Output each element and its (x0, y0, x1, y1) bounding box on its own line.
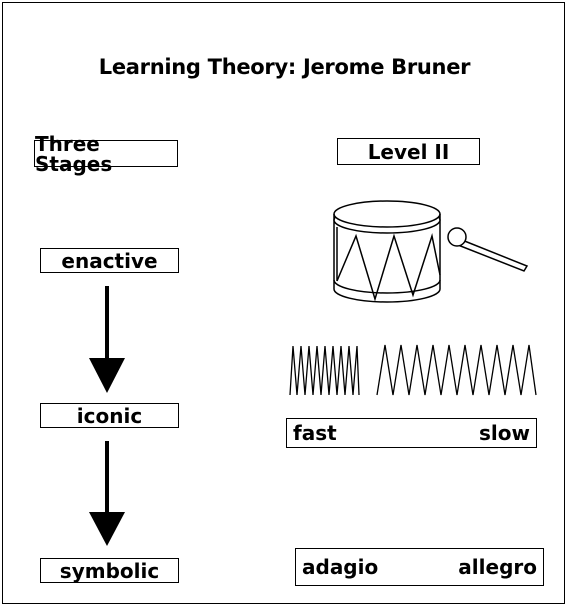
drum-icon (333, 200, 529, 303)
italian-terms-box: adagio allegro (295, 548, 544, 586)
three-stages-header: Three Stages (34, 134, 178, 174)
page-title: Learning Theory: Jerome Bruner (98, 55, 471, 79)
fast-label: fast (293, 421, 337, 445)
arrow-down-icon (89, 286, 125, 393)
level-header: Level II (337, 138, 480, 165)
arrow-down-icon (89, 441, 125, 546)
stage-enactive: enactive (40, 248, 179, 273)
slow-label: slow (479, 421, 530, 445)
allegro-label: allegro (458, 555, 537, 579)
stage-iconic: iconic (40, 403, 179, 428)
adagio-label: adagio (302, 555, 379, 579)
fast-zigzag-icon (289, 345, 360, 396)
tempo-labels-box: fast slow (286, 418, 537, 448)
slow-zigzag-icon (376, 344, 537, 396)
stage-symbolic: symbolic (40, 558, 179, 583)
